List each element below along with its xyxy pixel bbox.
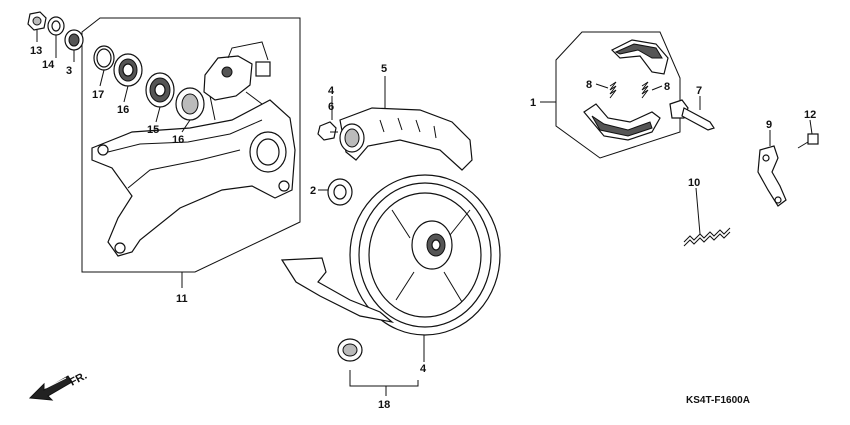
leader-16-lower — [181, 119, 191, 133]
callout-17: 17 — [92, 89, 104, 101]
leader-8-right — [651, 85, 663, 91]
callout-7: 7 — [696, 85, 702, 97]
bearing-15 — [145, 72, 175, 108]
callout-4-upper: 4 — [328, 85, 335, 97]
circlip-17 — [93, 45, 115, 71]
bearing-16-upper — [113, 53, 143, 87]
callout-10: 10 — [688, 177, 700, 189]
callout-2: 2 — [310, 185, 316, 197]
callout-4-lower: 4 — [420, 363, 427, 375]
callout-9: 9 — [766, 119, 772, 131]
brake-shoe-upper — [610, 39, 669, 75]
brake-shield-5 — [339, 107, 473, 171]
callout-16-lower: 16 — [172, 134, 184, 146]
brake-arm-9 — [757, 145, 787, 207]
tire-section — [280, 257, 395, 324]
callout-5: 5 — [381, 63, 387, 75]
callout-8-left: 8 — [586, 79, 592, 91]
brake-shoe-lower — [583, 103, 661, 141]
leader-8-left — [595, 83, 609, 89]
swing-arm-group-frame — [81, 17, 301, 273]
bearing-16-lower — [175, 87, 205, 121]
callout-16-upper: 16 — [117, 104, 129, 116]
brake-cam-7 — [669, 99, 715, 131]
leader-16-upper — [123, 85, 129, 103]
bolt-6 — [317, 121, 338, 141]
leader-15 — [155, 106, 161, 123]
brake-shoe-group-frame — [555, 31, 681, 159]
washer-14 — [47, 16, 65, 36]
spring-8-right — [641, 81, 649, 99]
callout-18: 18 — [378, 399, 390, 411]
rear-wheel — [349, 174, 501, 336]
spring-8-left — [609, 81, 617, 99]
callout-6: 6 — [328, 101, 334, 113]
callout-13: 13 — [30, 45, 42, 57]
leader-12 — [809, 119, 813, 135]
bracket-18 — [349, 370, 419, 387]
callout-8-right: 8 — [664, 81, 670, 93]
collar-2 — [327, 178, 353, 206]
callout-3: 3 — [66, 65, 72, 77]
callout-14: 14 — [42, 59, 55, 71]
callout-15: 15 — [147, 124, 159, 136]
callout-11: 11 — [176, 293, 188, 305]
leader-17 — [99, 69, 105, 87]
spring-10 — [683, 227, 731, 247]
front-direction-label: FR. — [68, 370, 89, 389]
swing-arm — [91, 41, 296, 257]
figure-code: KS4T-F1600A — [686, 395, 750, 406]
nut-13 — [27, 11, 47, 31]
leader-10 — [695, 187, 701, 235]
front-direction-arrow-icon — [28, 375, 73, 401]
collar-18 — [337, 338, 363, 362]
bolt-12 — [797, 133, 819, 149]
collar-3 — [64, 29, 84, 51]
callout-1: 1 — [530, 97, 536, 109]
callout-12: 12 — [804, 109, 816, 121]
